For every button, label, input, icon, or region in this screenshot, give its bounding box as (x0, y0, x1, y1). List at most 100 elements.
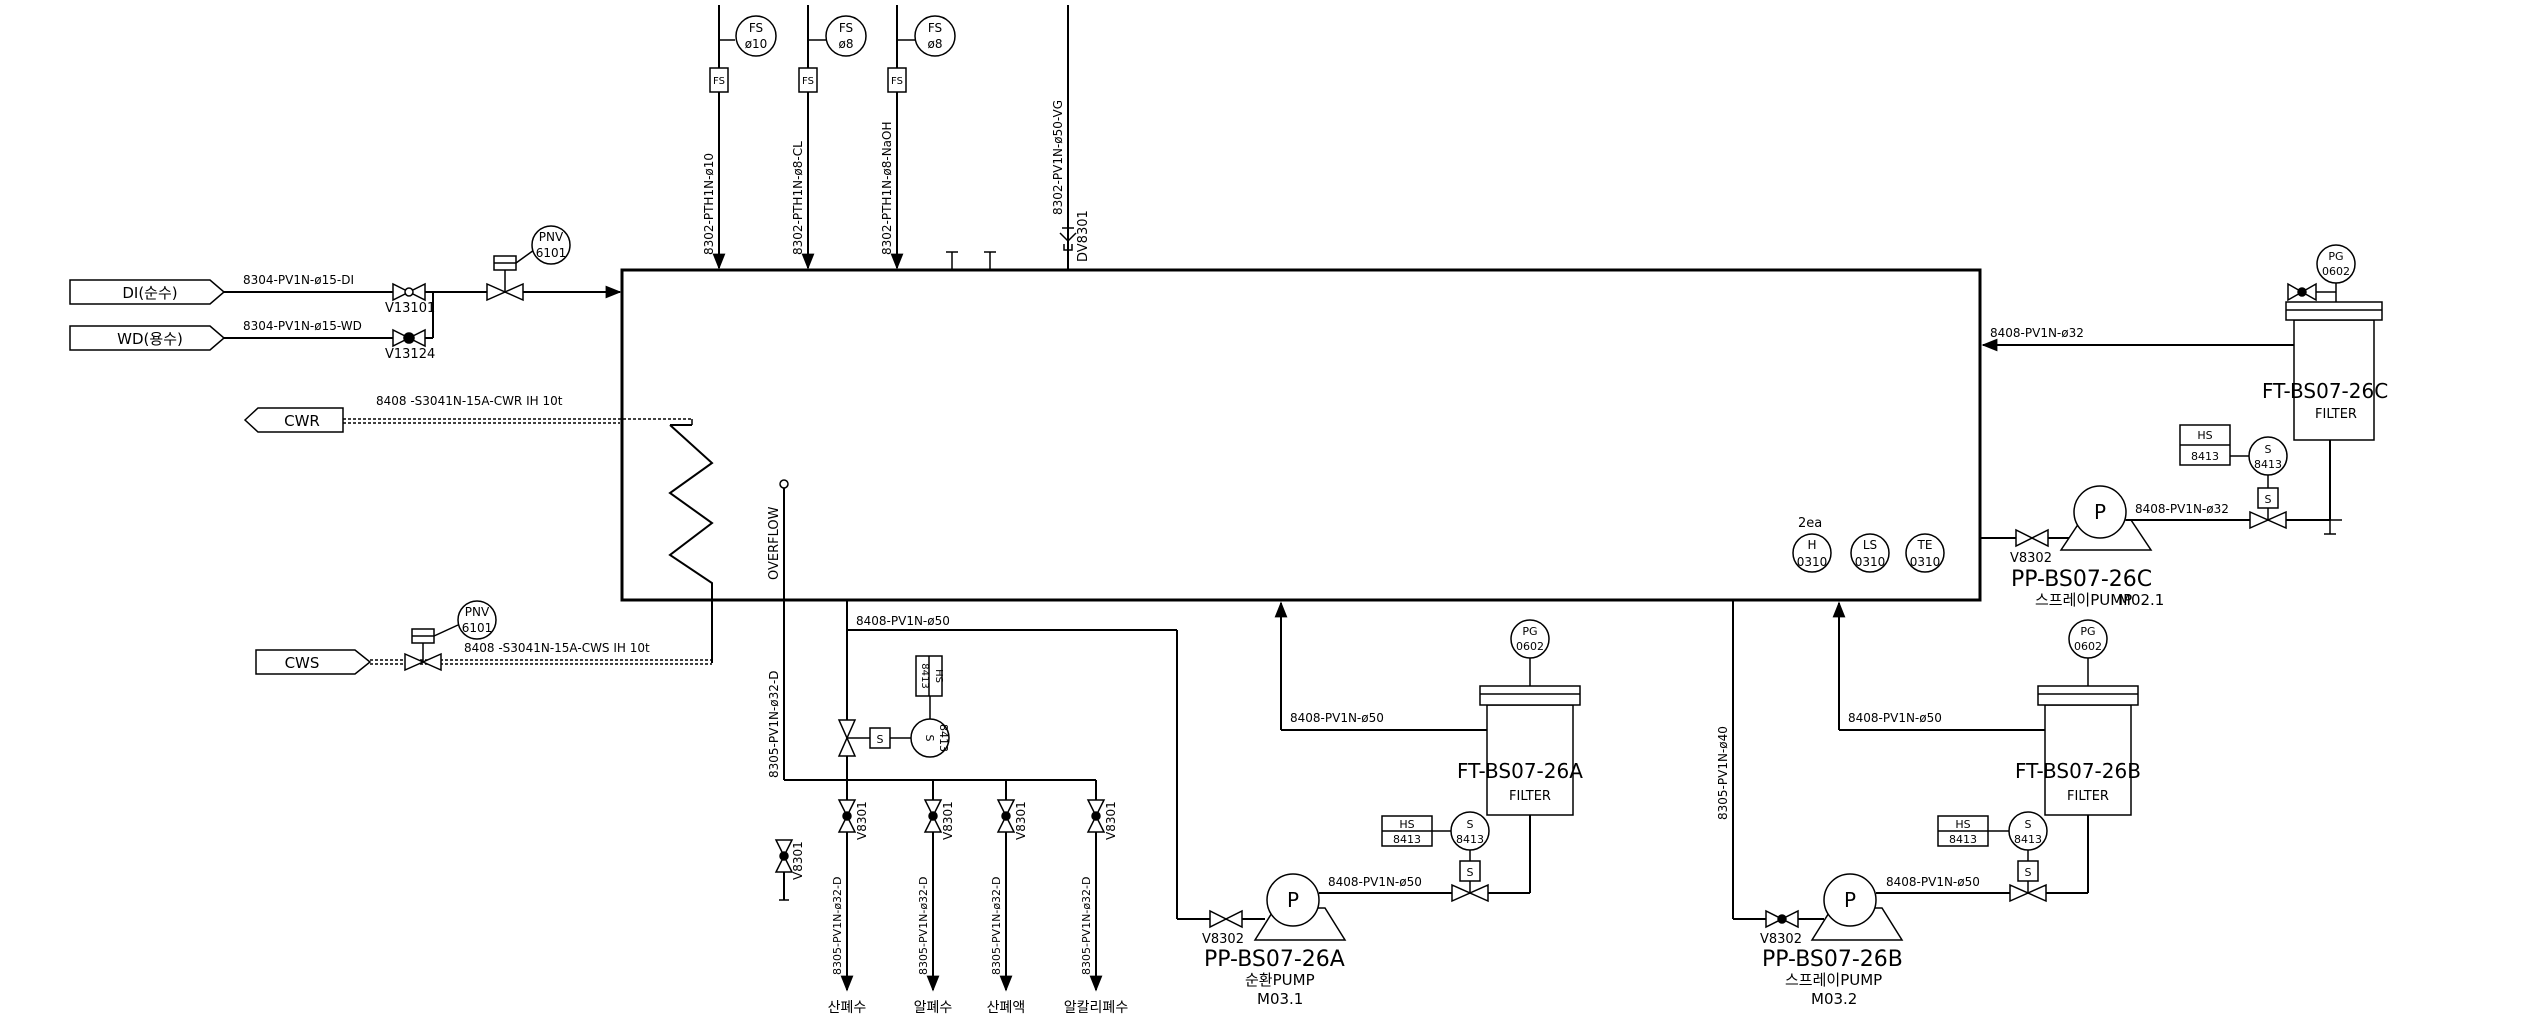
overflow-label: OVERFLOW (767, 506, 782, 580)
filter-a (1486, 704, 1574, 816)
svg-text:FS: FS (928, 21, 942, 35)
svg-text:ø8: ø8 (839, 37, 854, 51)
svg-text:V8301: V8301 (855, 801, 869, 840)
wd-inlet: WD(용수) 8304-PV1N-ø15-WD V13124 (69, 292, 435, 362)
svg-text:8413: 8413 (937, 724, 950, 752)
vent-line: 8302-PV1N-ø50-VG DV8301 (1051, 5, 1091, 270)
svg-text:FS: FS (749, 21, 763, 35)
drain-main-pipe-label: 8305-PV1N-ø32-D (767, 671, 781, 778)
pump-a-icon (1266, 873, 1320, 927)
chemical-feed-2-pipe: 8302-PTH1N-ø8-CL (791, 141, 805, 255)
svg-text:FS: FS (802, 76, 814, 87)
svg-text:8305-PV1N-ø32-D: 8305-PV1N-ø32-D (831, 877, 844, 975)
svg-text:FILTER: FILTER (1509, 789, 1551, 804)
pump-b-system: 8305-PV1N-ø40 V8302 P PP-BS07-26B 스프레이PU… (1716, 600, 2141, 1008)
svg-text:8408-PV1N-ø50: 8408-PV1N-ø50 (1328, 875, 1422, 889)
control-valve-top: PNV 6101 (455, 225, 622, 302)
wd-label: WD(용수) (117, 330, 183, 348)
svg-text:0310: 0310 (1855, 555, 1886, 569)
svg-text:FILTER: FILTER (2067, 789, 2109, 804)
drain-outlet-1-label: 산폐수 (828, 1000, 867, 1016)
svg-text:V8302: V8302 (1760, 932, 1802, 947)
filter-c-name: FT-BS07-26C (2262, 379, 2388, 403)
cwr-outlet: CWR 8408 -S3041N-15A-CWR IH 10t (243, 394, 693, 433)
filter-c (2293, 319, 2375, 441)
svg-text:8408-PV1N-ø32: 8408-PV1N-ø32 (1990, 326, 2084, 340)
svg-text:S: S (2025, 866, 2032, 879)
svg-text:S: S (2265, 493, 2272, 506)
svg-text:PNV: PNV (539, 230, 564, 244)
chemical-feed-3-pipe: 8302-PTH1N-ø8-NaOH (880, 121, 894, 255)
di-label: DI(순수) (122, 284, 177, 302)
pump-c-system: V8302 P PP-BS07-26C 스프레이PUMP M02.1 8408-… (1980, 244, 2388, 609)
svg-text:V8301: V8301 (1104, 801, 1118, 840)
svg-text:ø10: ø10 (745, 37, 768, 51)
drain-outlet-1: V8301 8305-PV1N-ø32-D 산폐수 (828, 780, 869, 1016)
svg-text:8413: 8413 (1393, 833, 1421, 846)
vent-pipe-label: 8302-PV1N-ø50-VG (1051, 100, 1065, 215)
di-valve-label: V13101 (385, 301, 435, 316)
drain-system: 8408-PV1N-ø50 8305-PV1N-ø32-D S S 8413 H… (767, 600, 1177, 901)
recirc-pipe-label: 8408-PV1N-ø50 (856, 614, 950, 628)
drain-outlet-4-label: 알칼리폐수 (1064, 1000, 1129, 1016)
tank-instrument-ls: LS 0310 (1850, 533, 1890, 573)
svg-text:8413: 8413 (1456, 833, 1484, 846)
svg-text:0310: 0310 (1910, 555, 1941, 569)
tank-top-nozzles (946, 251, 996, 270)
svg-text:0602: 0602 (2322, 265, 2350, 278)
chemical-feed-1: FS ø10 FS 8302-PTH1N-ø10 (702, 5, 777, 270)
svg-text:FS: FS (839, 21, 853, 35)
overflow-pipe: OVERFLOW (767, 479, 789, 780)
svg-text:FS: FS (713, 76, 725, 87)
svg-text:6101: 6101 (462, 621, 493, 635)
cws-inlet: CWS 8408 -S3041N-15A-CWS IH 10t PNV 6101 (255, 600, 712, 675)
svg-text:S: S (1467, 818, 1474, 831)
pump-b-type: 스프레이PUMP (1785, 971, 1882, 989)
svg-text:0602: 0602 (2074, 640, 2102, 653)
pump-a-system: V8302 P PP-BS07-26A 순환PUMP M03.1 8408-PV… (1176, 601, 1583, 1008)
svg-text:P: P (1844, 888, 1856, 912)
pump-c-name: PP-BS07-26C (2011, 567, 2152, 592)
chemical-feed-2: FS ø8 FS 8302-PTH1N-ø8-CL (791, 5, 867, 270)
tank-instrument-te: TE 0310 (1905, 533, 1945, 573)
heat-exchanger-coil (668, 424, 714, 663)
vent-valve-label: DV8301 (1076, 210, 1091, 262)
chemical-feed-3: FS ø8 FS 8302-PTH1N-ø8-NaOH (880, 5, 956, 270)
cwr-label: CWR (284, 412, 320, 430)
svg-text:8413: 8413 (2191, 450, 2219, 463)
svg-text:8408-PV1N-ø50: 8408-PV1N-ø50 (1290, 711, 1384, 725)
filter-a-name: FT-BS07-26A (1457, 759, 1583, 783)
pump-c-motor: M02.1 (2118, 591, 2164, 609)
svg-text:HS: HS (1955, 818, 1970, 831)
svg-text:V8301: V8301 (1014, 801, 1028, 840)
svg-text:8305-PV1N-ø32-D: 8305-PV1N-ø32-D (917, 877, 930, 975)
drain-outlet-4: V8301 8305-PV1N-ø32-D 알칼리폐수 (1064, 780, 1129, 1016)
tank-instrument-h: H 0310 (1792, 533, 1832, 573)
main-tank (620, 268, 1982, 602)
drain-outlet-2: V8301 8305-PV1N-ø32-D 알폐수 (914, 780, 955, 1016)
svg-text:8408-PV1N-ø50: 8408-PV1N-ø50 (1886, 875, 1980, 889)
svg-text:8413: 8413 (2014, 833, 2042, 846)
pump-a-motor: M03.1 (1257, 990, 1303, 1008)
svg-text:8305-PV1N-ø32-D: 8305-PV1N-ø32-D (1080, 877, 1093, 975)
pump-a-name: PP-BS07-26A (1204, 947, 1345, 972)
pump-b-motor: M03.2 (1811, 990, 1857, 1008)
branch-valve-label: V8301 (791, 841, 805, 880)
svg-text:PG: PG (2080, 625, 2095, 638)
svg-text:8408-PV1N-ø32: 8408-PV1N-ø32 (2135, 502, 2229, 516)
svg-text:FILTER: FILTER (2315, 407, 2357, 422)
svg-text:S: S (877, 733, 884, 746)
drain-outlet-2-label: 알폐수 (914, 1000, 953, 1016)
drain-outlet-3-label: 산폐액 (987, 1000, 1026, 1016)
svg-text:ø8: ø8 (928, 37, 943, 51)
svg-text:TE: TE (1917, 538, 1933, 552)
svg-text:LS: LS (1863, 538, 1877, 552)
svg-text:8413: 8413 (2254, 458, 2282, 471)
svg-text:PG: PG (2328, 250, 2343, 263)
wd-pipe-label: 8304-PV1N-ø15-WD (243, 319, 362, 333)
svg-text:V8302: V8302 (1202, 932, 1244, 947)
cws-label: CWS (285, 654, 320, 672)
pump-c-type: 스프레이PUMP (2035, 591, 2132, 609)
svg-text:S: S (2265, 443, 2272, 456)
